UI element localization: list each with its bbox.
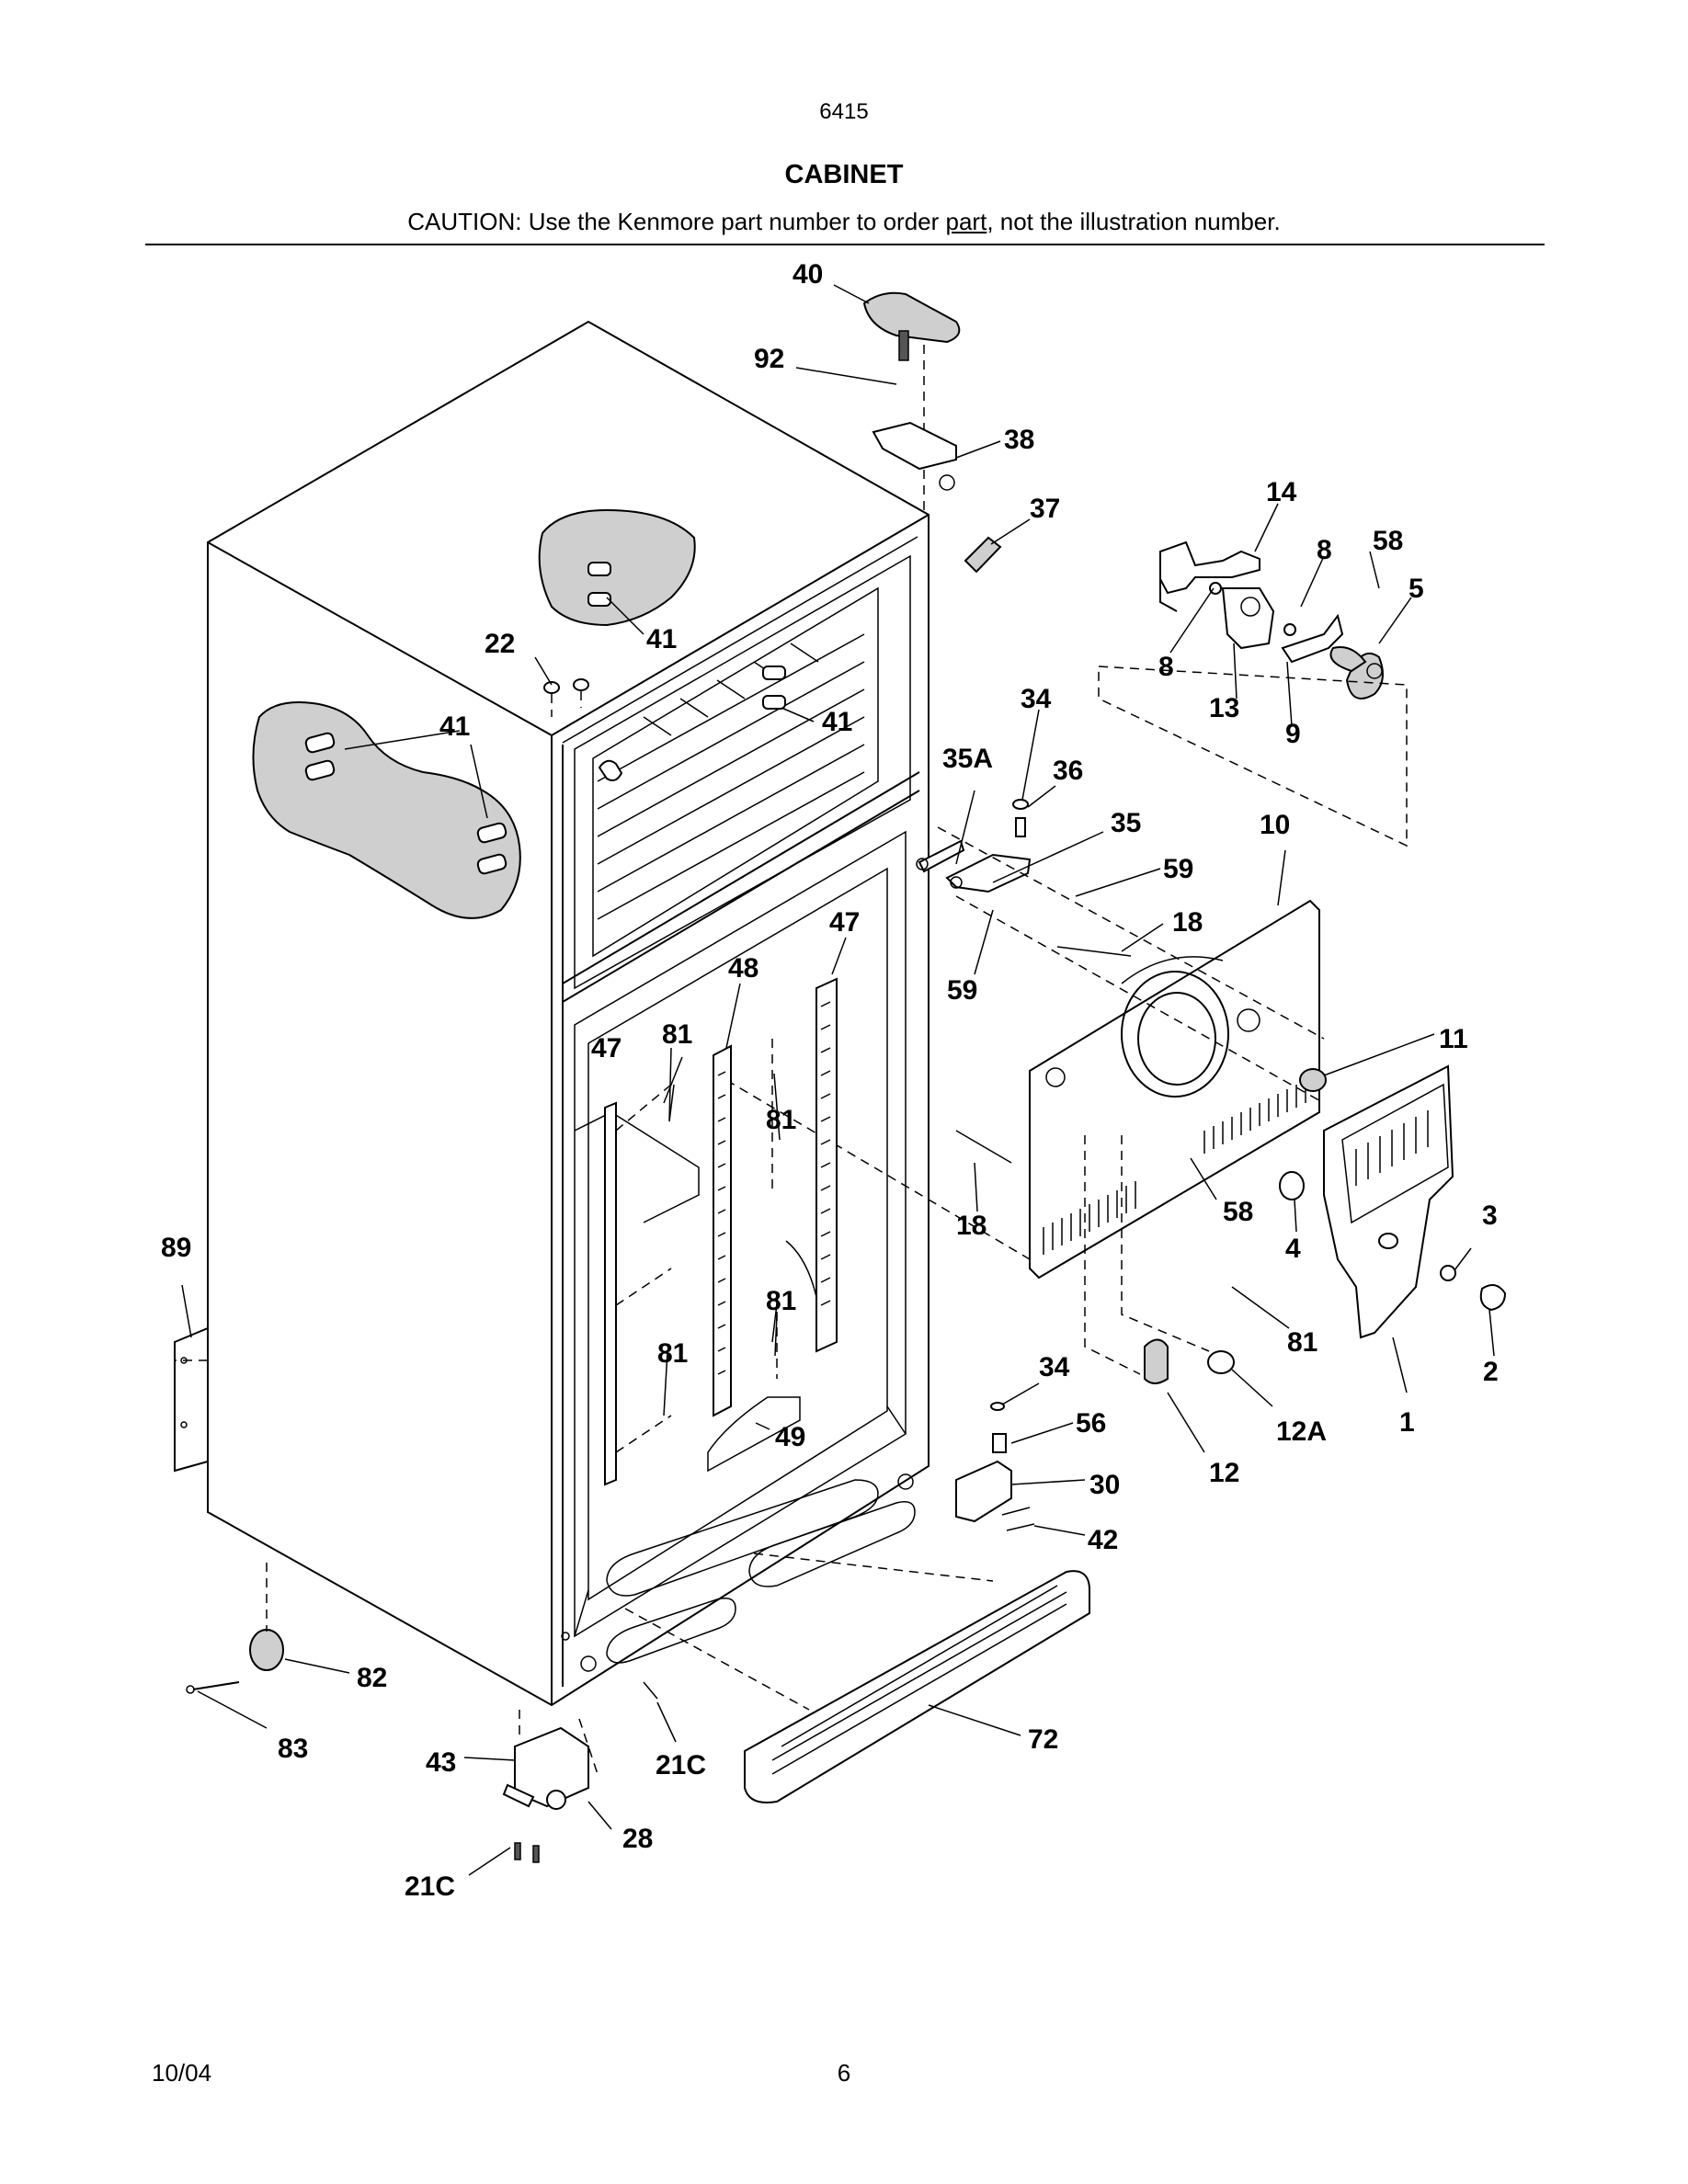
callout-81-b: 81 [766, 1105, 796, 1135]
callout-12A: 12A [1276, 1416, 1327, 1447]
callout-13: 13 [1209, 693, 1239, 723]
cabinet-body [207, 320, 930, 1707]
callout-41-left: 41 [439, 711, 470, 742]
callout-43: 43 [426, 1747, 456, 1778]
callout-4: 4 [1285, 1234, 1301, 1264]
callout-59-left: 59 [947, 975, 977, 1006]
callout-9: 9 [1285, 719, 1301, 749]
callout-59-right: 59 [1163, 854, 1193, 884]
base-grille-slots [771, 1585, 1067, 1775]
callout-47-left: 47 [591, 1033, 622, 1064]
caution-text-suffix: , not the illustration number. [987, 208, 1281, 235]
shelf-supports [604, 977, 838, 1486]
caution-text-prefix: CAUTION: Use the Kenmore part number to … [407, 208, 946, 235]
callout-10: 10 [1260, 810, 1290, 840]
callout-21C-right: 21C [656, 1750, 706, 1780]
part-41-side-panel [252, 701, 521, 919]
callout-8-left: 8 [1158, 652, 1174, 682]
shelf-support-slots [717, 1001, 831, 1375]
callout-81-c: 81 [766, 1286, 796, 1316]
callout-40: 40 [793, 259, 823, 290]
roller-bracket [502, 1681, 658, 1863]
page-title: CABINET [784, 160, 904, 189]
callout-37: 37 [1030, 494, 1060, 524]
callout-14: 14 [1266, 477, 1297, 507]
callout-58-top: 58 [1373, 526, 1403, 556]
part-41-hinge-cup [538, 508, 786, 710]
callout-48: 48 [728, 953, 758, 984]
callout-35: 35 [1111, 808, 1141, 838]
top-hinge-assembly [862, 291, 1002, 574]
callout-56: 56 [1076, 1408, 1106, 1439]
callout-38: 38 [1004, 425, 1034, 455]
callout-92: 92 [754, 344, 784, 374]
callout-49: 49 [775, 1422, 805, 1452]
footer-date: 10/04 [152, 2059, 212, 2087]
page-code: 6415 [819, 99, 869, 124]
callout-72: 72 [1028, 1724, 1058, 1755]
freezer-shelf-ridges [597, 633, 865, 920]
callout-41-center: 41 [822, 707, 852, 737]
part-89-side-bracket [174, 1326, 209, 1473]
callout-42: 42 [1088, 1525, 1118, 1555]
callout-28: 28 [622, 1824, 653, 1854]
callout-41-top: 41 [646, 624, 677, 654]
callout-labels: 40 92 38 37 14 8 58 5 8 13 9 22 41 41 41… [161, 259, 1499, 1902]
callout-81-e: 81 [1287, 1327, 1317, 1358]
callout-12: 12 [1209, 1458, 1239, 1488]
callout-34-top: 34 [1021, 684, 1052, 714]
callout-22: 22 [485, 629, 515, 659]
callout-81-d: 81 [657, 1338, 688, 1369]
callout-30: 30 [1089, 1470, 1120, 1500]
callout-82: 82 [357, 1663, 387, 1693]
callout-5: 5 [1409, 574, 1424, 604]
part-72-base-grille [624, 1553, 1090, 1803]
control-housing-slots [1355, 1110, 1429, 1186]
callout-47-right: 47 [829, 907, 860, 938]
center-hinge-hardware [725, 799, 1325, 1260]
leveler-parts [186, 1563, 284, 1694]
part-10-evaporator-cover [1029, 899, 1320, 1280]
callout-2: 2 [1483, 1357, 1499, 1387]
header-rule [145, 244, 1545, 245]
callout-8-top: 8 [1317, 535, 1332, 565]
callout-18-top: 18 [1172, 907, 1203, 938]
bottom-hinge-hardware [955, 1402, 1035, 1531]
callout-83: 83 [278, 1734, 308, 1764]
callout-34-bottom: 34 [1039, 1352, 1070, 1382]
callout-11: 11 [1439, 1024, 1468, 1054]
callout-3: 3 [1482, 1200, 1498, 1231]
callout-35A: 35A [942, 744, 993, 774]
callout-21C-left: 21C [405, 1871, 455, 1902]
small-parts-right [1084, 1068, 1507, 1384]
callout-58-center: 58 [1223, 1197, 1253, 1227]
callout-36: 36 [1053, 756, 1083, 786]
caution-note: CAUTION: Use the Kenmore part number to … [0, 208, 1688, 236]
evaporator-vent-slots [1043, 1080, 1306, 1255]
caution-text-underlined: part [945, 208, 987, 235]
callout-89: 89 [161, 1233, 191, 1263]
part-22-plugs [543, 678, 589, 717]
callout-18-bottom: 18 [956, 1211, 987, 1241]
callout-81-a: 81 [662, 1019, 692, 1050]
leader-lines [181, 284, 1495, 1876]
callout-1: 1 [1399, 1407, 1415, 1438]
fan-motor-assembly [1098, 540, 1408, 847]
footer-page-number: 6 [837, 2059, 851, 2087]
part-1-control-housing [1323, 1064, 1454, 1339]
